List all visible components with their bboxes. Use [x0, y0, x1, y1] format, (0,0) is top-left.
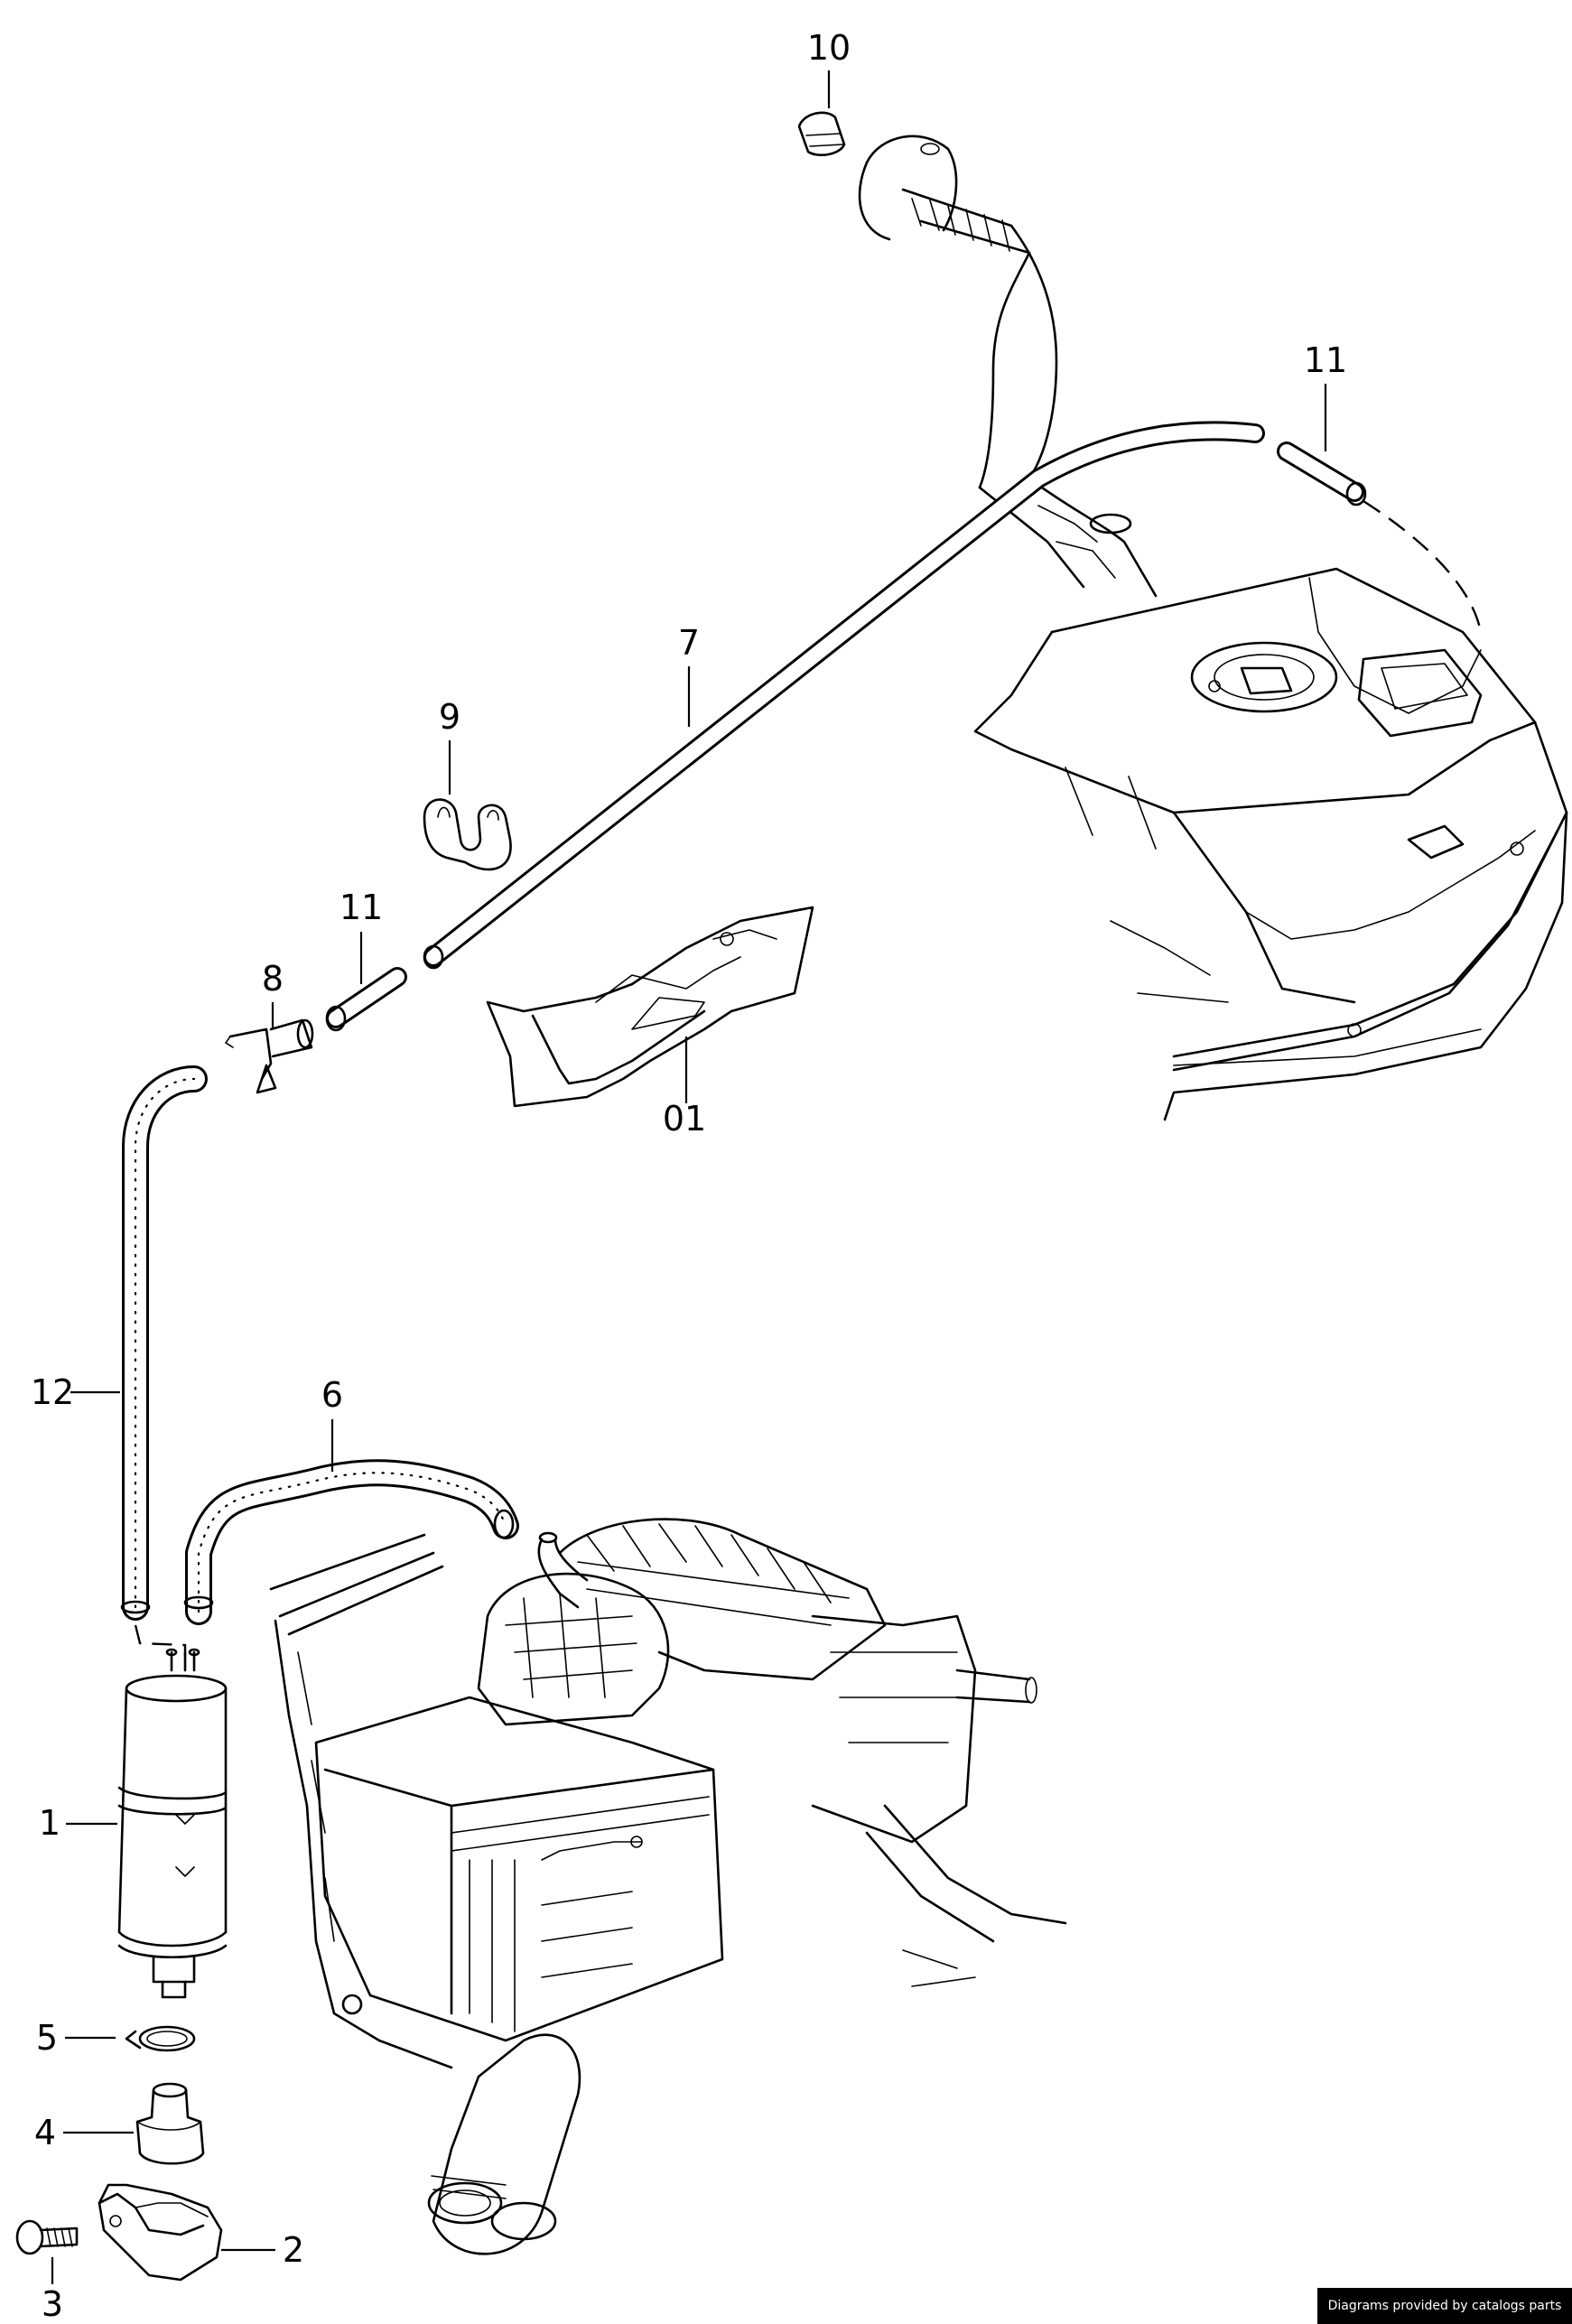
label-part-4: 4 — [34, 2113, 56, 2152]
part-11-sleeve-top — [1277, 442, 1483, 633]
part-6-hose — [183, 1459, 519, 1625]
part-3-screw — [15, 2219, 79, 2255]
part-9-clip — [423, 798, 512, 871]
label-part-6: 6 — [321, 1375, 343, 1415]
credit-footer: Diagrams provided by catalogs parts — [1317, 2288, 1572, 2324]
label-part-11-top: 11 — [1304, 340, 1347, 380]
label-part-01: 01 — [663, 1099, 706, 1139]
part-11-sleeve-mid — [325, 967, 407, 1032]
label-part-5: 5 — [36, 2018, 58, 2058]
label-part-8: 8 — [262, 959, 284, 999]
label-part-1: 1 — [39, 1803, 60, 1843]
label-part-10: 10 — [807, 28, 851, 68]
label-part-12: 12 — [31, 1372, 74, 1412]
label-part-3: 3 — [42, 2284, 63, 2324]
part-8-t-connector — [225, 1018, 314, 1094]
part-1-canister — [117, 1648, 228, 1999]
filler-neck — [858, 135, 1158, 598]
label-part-7: 7 — [678, 623, 700, 663]
label-part-11-mid: 11 — [340, 888, 383, 927]
part-7-vent-line — [423, 421, 1265, 970]
part-2-holder — [98, 2183, 223, 2282]
label-part-9: 9 — [439, 697, 460, 737]
part-01-bracket — [486, 906, 814, 1108]
part-12-hose — [120, 1065, 208, 1657]
engine-air-filter-assembly — [269, 1518, 1067, 2255]
part-4-mount — [135, 2082, 205, 2165]
part-5-clamp — [125, 2025, 196, 2052]
part-10-cap — [797, 111, 846, 157]
label-part-2: 2 — [283, 2230, 304, 2270]
fuel-tank — [973, 567, 1568, 1121]
